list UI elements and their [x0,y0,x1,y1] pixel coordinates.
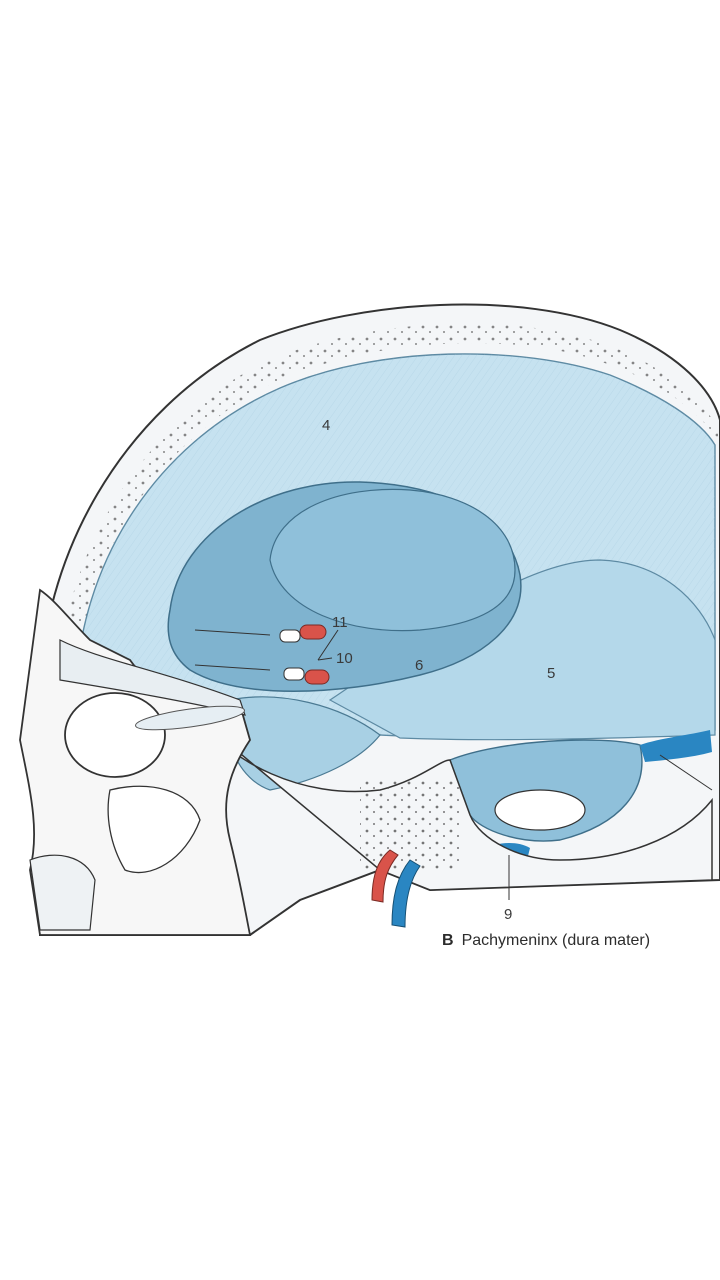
label-6: 6 [415,657,423,674]
figure-caption: B Pachymeninx (dura mater) [442,932,650,950]
optic-nerve-stump-upper [279,629,301,643]
leader-line-10 [317,657,333,661]
orbit-roof [59,639,246,716]
internal-carotid-cavernous-lower [304,669,330,685]
foramen-magnum [494,789,586,831]
transverse-sinus [640,730,712,762]
caption-text: Pachymeninx (dura mater) [461,932,651,949]
label-5: 5 [547,665,555,682]
internal-carotid-cavernous-upper [299,624,327,640]
label-4: 4 [322,417,330,434]
leader-line-11 [317,629,339,661]
maxillary-sinus [107,785,201,874]
optic-nerve-stump-lower [283,667,305,681]
label-11: 11 [332,614,348,631]
diaphragma-sellae-line [194,629,271,636]
label-10: 10 [336,650,353,667]
internal-carotid-artery [371,849,399,903]
tentorial-notch-inner [269,488,516,632]
petrous-bone-pores [360,780,460,870]
label-9: 9 [504,906,512,923]
internal-jugular-vein [391,859,421,928]
panel-letter: B [442,932,454,949]
eyeball [64,692,166,778]
optic-nerve [135,705,245,731]
leader-line-right [659,754,713,791]
nasal-cavity-bone [29,854,96,931]
sphenoid-ridge-line [194,664,271,671]
